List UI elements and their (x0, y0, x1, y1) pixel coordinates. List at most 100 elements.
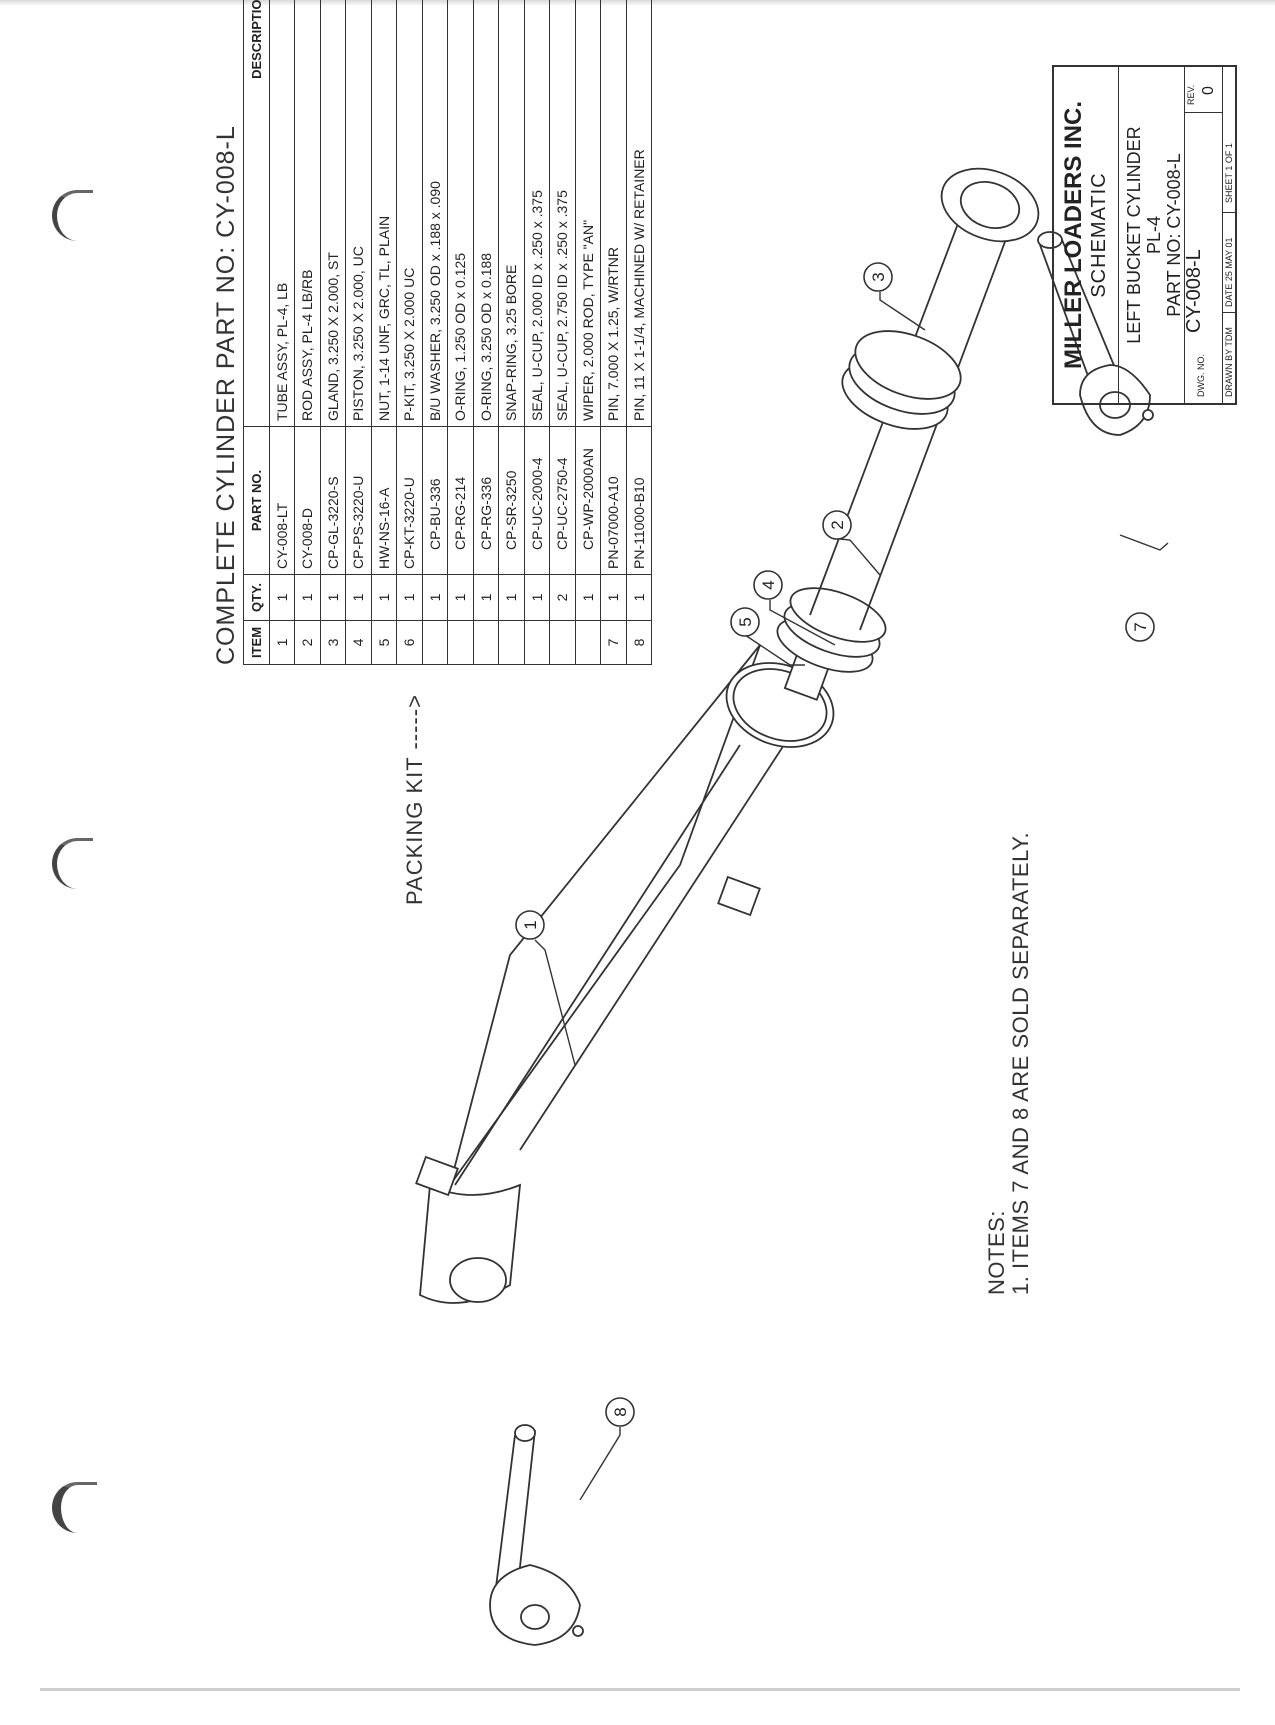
drawing-date: DATE 25 MAY 01 (1224, 237, 1234, 307)
bom-cell-qty: 1 (345, 574, 371, 621)
bom-header-description: DESCRIPTION (243, 0, 269, 427)
bom-cell-part: CP-RG-336 (473, 426, 499, 575)
bom-cell-item (524, 620, 550, 665)
bom-cell-part: CP-UC-2750-4 (549, 426, 575, 575)
bom-cell-qty: 1 (371, 574, 397, 621)
callout-bubbles (515, 262, 1155, 1427)
rev-value: 0 (1200, 86, 1217, 95)
bom-cell-description: PIN, 7.000 X 1.25, W/RTNR (600, 0, 626, 427)
title-block: MILLER LOADERS INC. SCHEMATIC LEFT BUCKE… (1052, 65, 1237, 405)
bom-cell-item (498, 620, 524, 665)
bom-cell-item: 8 (626, 620, 652, 665)
title-desc-2: PL-4 (1144, 215, 1164, 255)
notes-heading: NOTES: (984, 1210, 1009, 1295)
bom-cell-part: CY-008-D (294, 426, 320, 575)
callout-2: 2 (828, 520, 847, 529)
drawing-type: SCHEMATIC (1088, 172, 1110, 298)
callout-7: 7 (1131, 622, 1150, 631)
binder-hole-bottom (52, 1482, 97, 1533)
bom-cell-item (422, 620, 448, 665)
bom-cell-part: CP-KT-3220-U (396, 426, 422, 575)
dwg-no-value: CY-008-L (1183, 249, 1205, 333)
bom-cell-item (549, 620, 575, 665)
callout-5: 5 (736, 617, 755, 626)
pin-7 (1037, 231, 1154, 436)
bom-cell-item (575, 620, 601, 665)
bom-cell-description: SEAL, U-CUP, 2.000 ID x .250 x .375 (524, 0, 550, 427)
bom-cell-qty: 1 (600, 574, 626, 621)
scan-edge-top (0, 0, 1275, 6)
bom-cell-item: 6 (396, 620, 422, 665)
bom-cell-part: CP-PS-3220-U (345, 426, 371, 575)
bom-cell-description: O-RING, 3.250 OD x 0.188 (473, 0, 499, 427)
bom-cell-part: CP-RG-214 (447, 426, 473, 575)
bom-cell-qty: 1 (422, 574, 448, 621)
notes-line-1: 1. ITEMS 7 AND 8 ARE SOLD SEPARATELY. (1008, 831, 1033, 1295)
callout-3: 3 (869, 272, 888, 281)
bom-cell-description: P-KIT, 3.250 X 2.000 UC (396, 0, 422, 427)
bom-cell-description: B/U WASHER, 3.250 OD x .188 x .090 (422, 0, 448, 427)
packing-kit-label: PACKING KIT -----> (402, 694, 427, 905)
bom-cell-qty: 1 (447, 574, 473, 621)
bom-cell-part: HW-NS-16-A (371, 426, 397, 575)
gland-3 (841, 330, 962, 430)
bom-cell-item: 4 (345, 620, 371, 665)
bom-cell-part: PN-11000-B10 (626, 426, 652, 575)
bom-cell-description: PISTON, 3.250 X 2.000, UC (345, 0, 371, 427)
bom-cell-description: ROD ASSY, PL-4 LB/RB (294, 0, 320, 427)
bom-cell-item (473, 620, 499, 665)
bom-cell-part: CP-BU-336 (422, 426, 448, 575)
bom-cell-part: CP-GL-3220-S (320, 426, 346, 575)
callout-1: 1 (521, 920, 540, 929)
title-desc-3: PART NO: CY-008-L (1164, 153, 1184, 317)
bom-cell-item: 3 (320, 620, 346, 665)
bom-header-qty: QTY. (243, 574, 269, 621)
pin-8 (489, 1424, 584, 1646)
bom-cell-qty: 1 (473, 574, 499, 621)
callout-8: 8 (611, 1407, 630, 1416)
bom-cell-part: PN-07000-A10 (600, 426, 626, 575)
bom-cell-description: TUBE ASSY, PL-4, LB (269, 0, 295, 427)
bom-cell-qty: 1 (524, 574, 550, 621)
bom-cell-qty: 1 (269, 574, 295, 621)
bom-header-item: ITEM (243, 620, 269, 665)
title-desc-1: LEFT BUCKET CYLINDER (1124, 126, 1144, 344)
bom-cell-qty: 1 (396, 574, 422, 621)
bom-cell-qty: 1 (626, 574, 652, 621)
bom-cell-part: CP-UC-2000-4 (524, 426, 550, 575)
bom-cell-description: NUT, 1-14 UNF, GRC, TL, PLAIN (371, 0, 397, 427)
drawing-title: COMPLETE CYLINDER PART NO: CY-008-L (212, 125, 240, 665)
company-name: MILLER LOADERS INC. (1060, 101, 1087, 369)
bom-cell-qty: 1 (294, 574, 320, 621)
bom-cell-description: WIPER, 2.000 ROD, TYPE "AN" (575, 0, 601, 427)
dwg-no-label: DWG. NO. (1196, 354, 1206, 397)
drawn-by: DRAWN BY TDM (1224, 327, 1234, 397)
binder-hole-middle (52, 838, 93, 889)
bom-header-row: ITEM QTY. PART NO. DESCRIPTION (243, 0, 269, 665)
rev-label: REV. (1186, 84, 1196, 105)
bom-cell-description: O-RING, 1.250 OD x 0.125 (447, 0, 473, 427)
bom-cell-item: 2 (294, 620, 320, 665)
scan-edge-bottom (40, 1688, 1240, 1691)
notes: NOTES: 1. ITEMS 7 AND 8 ARE SOLD SEPARAT… (984, 831, 1033, 1295)
bom-cell-item: 1 (269, 620, 295, 665)
bom-cell-qty: 2 (549, 574, 575, 621)
bom-cell-item (447, 620, 473, 665)
sheet-number: SHEET 1 OF 1 (1224, 143, 1234, 203)
bom-cell-part: CY-008-LT (269, 426, 295, 575)
bom-cell-description: GLAND, 3.250 X 2.000, ST (320, 0, 346, 427)
bom-header-part: PART NO. (243, 426, 269, 575)
bom-cell-item: 5 (371, 620, 397, 665)
